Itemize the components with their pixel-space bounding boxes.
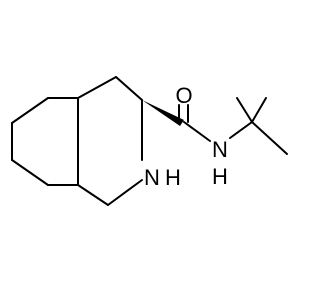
bond-c1-c8a: [77, 184, 109, 206]
bond-tbutyl-methyl-topright: [251, 97, 267, 123]
oxygen-label: O: [175, 83, 192, 108]
ring-hydrogen-label: H: [165, 165, 181, 190]
bond-carbonyl-n: [183, 121, 211, 142]
bond-n2-c1: [107, 179, 143, 206]
ring-nitrogen-label: N: [144, 165, 160, 190]
bond-c4-c3: [115, 76, 143, 101]
molecule-structure: O N H N H: [11, 76, 288, 206]
bond-n-tbutyl: [229, 121, 253, 139]
bond-c4a-c4: [77, 76, 117, 99]
bond-tbutyl-methyl-top: [236, 97, 253, 123]
bond-c6-c5: [11, 97, 49, 124]
bond-tbutyl-methyl-right: [251, 121, 288, 155]
amide-hydrogen-label: H: [212, 164, 228, 189]
bond-c8-c7: [11, 159, 49, 186]
wedge-bond: [142, 100, 184, 126]
structure-canvas: O N H N H: [11, 76, 288, 206]
amide-nitrogen-label: N: [212, 137, 228, 162]
